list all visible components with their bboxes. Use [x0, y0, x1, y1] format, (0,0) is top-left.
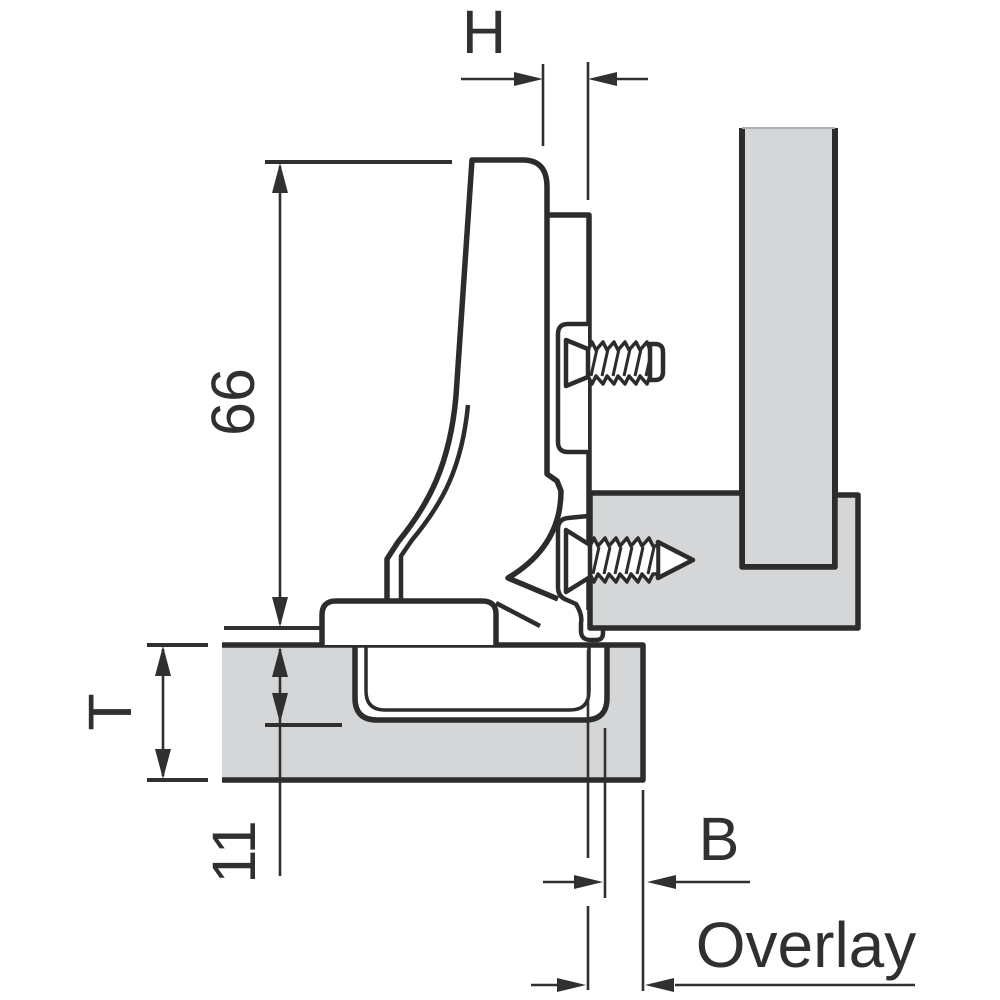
arrowhead-right-icon — [574, 875, 603, 889]
screw-upper-head — [563, 337, 591, 389]
label-h: H — [462, 0, 506, 66]
hinge-arm-inner-contour — [398, 404, 471, 599]
dimension-11: 11 — [200, 647, 342, 884]
arrowhead-left-icon — [647, 875, 676, 889]
cup-hole-outline — [352, 645, 610, 723]
arrowhead-down-icon — [272, 597, 288, 627]
screw-lower-head — [563, 527, 593, 595]
arrowhead-right-icon — [557, 978, 586, 992]
dimension-b: B — [543, 728, 750, 991]
label-t: T — [76, 693, 144, 730]
screw-upper-tip — [647, 341, 666, 383]
arrowhead-up-icon — [272, 163, 288, 193]
cup-hole — [355, 645, 607, 720]
hinge-arm-lower-edge — [494, 601, 542, 628]
screw-upper — [563, 337, 666, 389]
label-66: 66 — [199, 368, 267, 436]
arrowhead-left-icon — [645, 978, 674, 992]
screw-lower — [563, 527, 696, 595]
screw-lower-threads — [588, 536, 660, 584]
dimension-h: H — [461, 0, 648, 200]
cabinet-panel-outline — [587, 490, 861, 631]
screw-upper-threads — [586, 340, 652, 386]
screw-lower-thread-lines — [591, 546, 656, 575]
label-overlay: Overlay — [696, 909, 917, 981]
cabinet-side-panel — [742, 128, 835, 567]
dimension-overlay: Overlay — [531, 650, 916, 992]
cabinet-panel — [590, 493, 858, 628]
dimension-66: 66 — [199, 160, 452, 630]
mounting-plate — [547, 212, 592, 610]
plate-foot — [555, 513, 606, 643]
label-b: B — [699, 805, 740, 873]
screw-upper-thread-lines — [589, 348, 654, 377]
cabinet-panels — [222, 127, 861, 783]
arrowhead-down-icon — [272, 693, 288, 723]
dimension-t: T — [76, 643, 208, 782]
hinge — [319, 157, 696, 645]
arrowhead-up-icon — [272, 647, 288, 677]
hinge-cup-flange — [319, 598, 499, 645]
arrowhead-down-icon — [155, 749, 171, 779]
arrowhead-right-icon — [514, 72, 543, 86]
arrowhead-up-icon — [155, 646, 171, 676]
hinge-arm — [384, 157, 564, 602]
label-11: 11 — [200, 820, 268, 883]
arrowhead-left-icon — [588, 72, 617, 86]
